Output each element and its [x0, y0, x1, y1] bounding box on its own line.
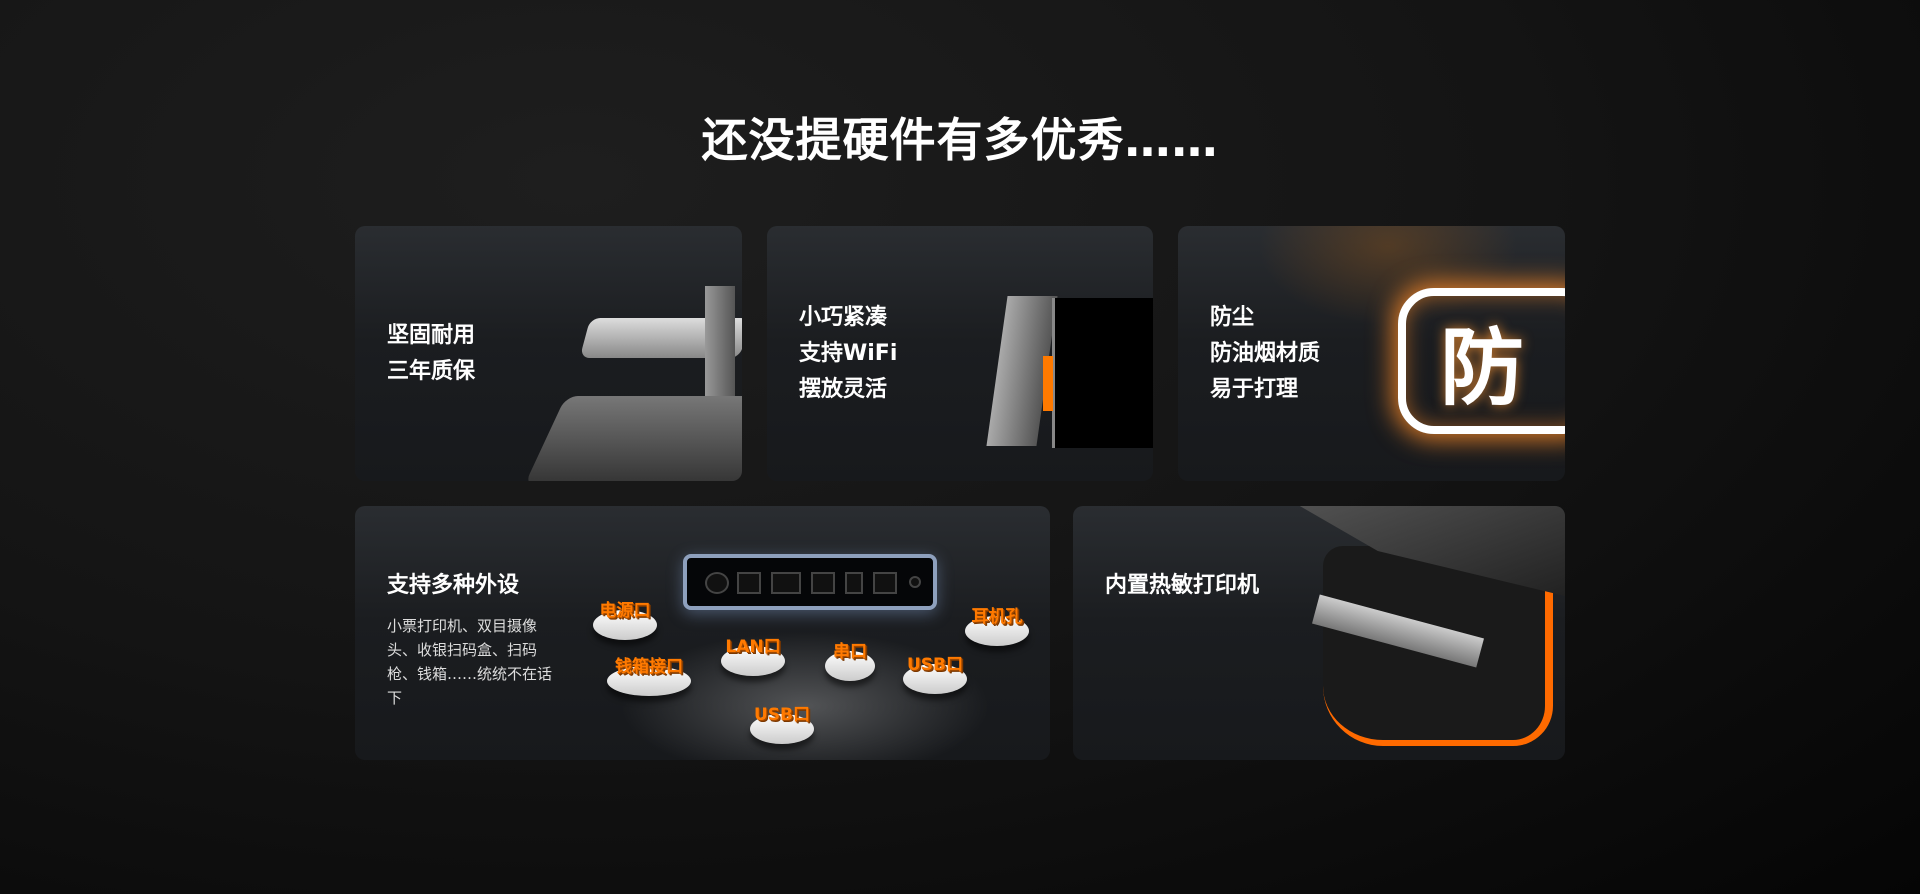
card-line: 支持WiFi: [799, 341, 898, 366]
port-label: 电源口: [593, 601, 657, 640]
card-printer: 内置热敏打印机: [1073, 506, 1565, 760]
card-line: 坚固耐用: [387, 323, 476, 348]
card-description: 小票打印机、双目摄像头、收银扫码盒、扫码枪、钱箱……统统不在话下: [387, 617, 553, 707]
port-label: 串口: [825, 642, 875, 681]
card-durable: 坚固耐用 三年质保: [355, 226, 742, 481]
port-label: 钱箱接口: [607, 657, 691, 696]
port-label: USB口: [903, 655, 967, 694]
card-line: 三年质保: [387, 359, 476, 384]
port-label: 耳机孔: [965, 607, 1029, 646]
serial-port-icon: [845, 572, 863, 594]
card-peripherals: 支持多种外设 小票打印机、双目摄像头、收银扫码盒、扫码枪、钱箱……统统不在话下 …: [355, 506, 1050, 760]
headphone-port-icon: [909, 576, 921, 588]
page-title: 还没提硬件有多优秀……: [701, 113, 1219, 167]
glow: [1258, 226, 1518, 326]
card-compact: 小巧紧凑 支持WiFi 摆放灵活: [767, 226, 1153, 481]
usb-port-icon: [873, 572, 897, 594]
usb-port-icon: [811, 572, 835, 594]
device-base: [524, 396, 742, 481]
lan-port-icon: [771, 572, 801, 594]
port-label: LAN口: [721, 637, 785, 676]
power-port-icon: [705, 572, 729, 594]
card-dustproof: 防尘 防油烟材质 易于打理 防: [1178, 226, 1565, 481]
card-heading: 内置热敏打印机: [1105, 573, 1260, 598]
card-line: 防油烟材质: [1210, 341, 1321, 366]
orange-accent: [1043, 356, 1053, 411]
card-heading: 支持多种外设: [387, 573, 520, 598]
card-line: 小巧紧凑: [799, 305, 888, 330]
device-screen: [1052, 298, 1153, 448]
port-label: USB口: [750, 705, 814, 744]
card-line: 防尘: [1210, 305, 1255, 330]
cashbox-port-icon: [737, 572, 761, 594]
card-line: 易于打理: [1210, 377, 1299, 402]
card-line: 摆放灵活: [799, 377, 888, 402]
protect-badge: 防: [1398, 288, 1565, 434]
port-panel: [683, 554, 937, 610]
